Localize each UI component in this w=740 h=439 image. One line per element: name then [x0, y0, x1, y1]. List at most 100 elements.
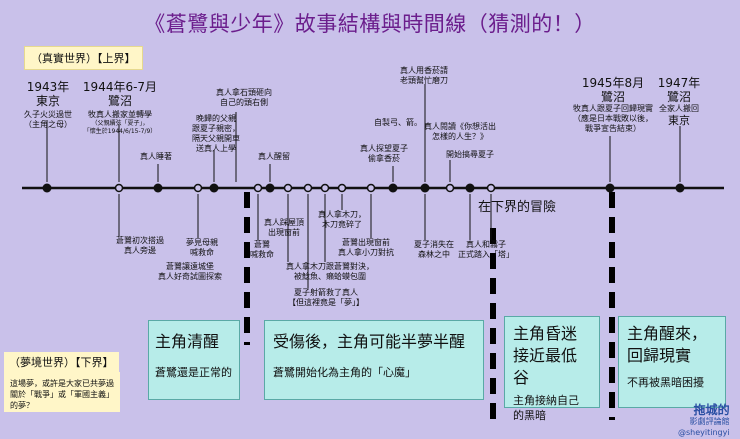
- real-world-label: （真實世界）【上界】: [24, 46, 143, 70]
- note-line: 關於「戰爭」或「軍國主義」的夢？: [10, 390, 114, 410]
- event-dot: [153, 183, 163, 193]
- year-1947-place: 鷺沼: [666, 90, 691, 104]
- event-line: 真人和霧子: [466, 240, 506, 249]
- year-1947: 1947年 鷺沼: [656, 76, 702, 104]
- event-line: 蒼鷺: [254, 240, 270, 249]
- event-ring: [366, 183, 376, 193]
- event-line: 送真人上學: [196, 144, 236, 153]
- event-below-2: 蒼鷺讓遠城堡 真人好奇試圖探索: [158, 262, 222, 282]
- year-1943-place: 東京: [35, 94, 60, 108]
- panel-body: 蒼鷺還是正常的: [155, 366, 232, 379]
- event-ring: [337, 183, 347, 193]
- event-line: 開始搞尋夏子: [446, 150, 494, 159]
- event-line: 隔天父親開車: [192, 134, 240, 143]
- note-line: （應是日本戰敗以後，: [573, 114, 653, 123]
- event-line: 【但這裡竟是「夢」】: [288, 298, 364, 307]
- panel-return: 主角醒來， 回歸現實 不再被黑暗困擾: [618, 316, 726, 408]
- panel-half-dream: 受傷後，主角可能半夢半醒 蒼鷺開始化為主角的「心魔」: [264, 320, 484, 400]
- note-line: 這場夢，或許是大家已共夢過: [10, 379, 114, 388]
- event-dot: [420, 183, 430, 193]
- event-dot: [465, 183, 475, 193]
- note-line: （主角之母）: [24, 120, 72, 129]
- event-ring: [253, 183, 263, 193]
- event-above-7: 真人閱讀《你想活出 怎樣的人生？》: [424, 122, 496, 142]
- event-line: 真人拿木刀跟蒼鷺對決，: [286, 262, 374, 271]
- year-1944-place: 鷺沼: [107, 94, 132, 108]
- event-line: 被鯰魚、癩蛤蟆包圍: [294, 272, 366, 281]
- event-line: 老頭幫忙磨刀: [400, 76, 448, 85]
- year-1943-note: 久子火災過世 （主角之母）: [20, 110, 76, 130]
- year-1947-label: 1947年: [657, 76, 701, 90]
- event-above-0: 真人睡著: [140, 152, 172, 162]
- note-line: 全家人搬回: [659, 104, 699, 113]
- year-1945-note: 牧真人跟夏子回歸現實 （應是日本戰敗以後， 戰爭宣告結束）: [570, 104, 656, 134]
- event-line: 夏子射箭救了真人: [294, 288, 358, 297]
- event-above-1: 晚歸的父親 跟夏子親密， 隔天父親開車 送真人上學: [192, 114, 240, 154]
- logo-line: 影劇評論館: [689, 417, 730, 426]
- event-ring: [303, 183, 313, 193]
- event-line: 自己的頭右側: [220, 98, 268, 107]
- logo-line: 拖城的: [693, 403, 730, 417]
- logo-line: @sheyitingyi: [678, 428, 730, 437]
- year-1944-note: 牧真人搬家並轉學 （父親續弦「夏子」， 「懷生於1944/6/15-7/9）: [80, 110, 160, 136]
- note-line: （父親續弦「夏子」，: [91, 120, 149, 127]
- panel-heading: 主角醒來，: [627, 324, 708, 343]
- panel-body: 主角接納自己: [513, 394, 579, 407]
- event-below-4: 真人踩屋頂 出現窗前: [264, 218, 304, 238]
- event-below-7: 蒼鷺出現窗前 真人拿小刀對抗: [338, 238, 394, 258]
- event-line: 真人探望夏子: [360, 144, 408, 153]
- year-1947-note: 全家人搬回 東京: [654, 104, 704, 127]
- event-above-4: 真人探望夏子 偷拿香菸: [360, 144, 408, 164]
- year-1944-label: 1944年6-7月: [82, 80, 158, 94]
- event-dot: [675, 183, 685, 193]
- event-dot: [605, 183, 615, 193]
- panel-body: 蒼鷺開始化為主角的「心魔」: [273, 366, 416, 379]
- note-line: 「懷生於1944/6/15-7/9）: [83, 128, 157, 135]
- event-line: 真人睡著: [140, 152, 172, 161]
- event-line: 喊救命: [250, 250, 274, 259]
- event-line: 蒼鷺出現窗前: [342, 238, 390, 247]
- note-line: 東京: [668, 114, 690, 127]
- event-below-10: 真人和霧子 正式踏入「塔」: [458, 240, 514, 260]
- event-line: 真人用香菸請: [400, 66, 448, 75]
- event-above-3: 真人醒留: [258, 152, 290, 162]
- event-line: 蒼鷺讓遠城堡: [166, 262, 214, 271]
- panel-heading: 主角清醒: [155, 332, 220, 351]
- event-above-8: 開始搞尋夏子: [446, 150, 494, 160]
- adventure-label: 在下界的冒險: [478, 200, 557, 215]
- event-line: 夢見母親: [186, 238, 218, 247]
- event-line: 怎樣的人生？》: [432, 132, 488, 141]
- event-ring: [320, 183, 330, 193]
- event-line: 真人拿木刀，: [318, 210, 366, 219]
- event-above-2: 真人拿石頭砸向 自己的頭右側: [216, 88, 272, 108]
- event-below-5: 真人拿木刀， 木刀竟碎了: [318, 210, 366, 230]
- year-1945-label: 1945年8月: [581, 76, 645, 90]
- event-line: 蒼鷺初次搭過: [116, 236, 164, 245]
- event-line: 正式踏入「塔」: [458, 250, 514, 259]
- event-ring: [193, 183, 203, 193]
- dream-world-label: （夢境世界）【下界】: [4, 352, 119, 372]
- event-ring: [114, 183, 124, 193]
- event-line: 喊救命: [190, 248, 214, 257]
- event-line: 出現窗前: [268, 228, 300, 237]
- event-line: 木刀竟碎了: [322, 220, 362, 229]
- year-1943: 1943年 東京: [24, 80, 72, 108]
- event-dot: [265, 183, 275, 193]
- event-line: 森林之中: [418, 250, 450, 259]
- panel-coma: 主角昏迷 接近最低谷 主角接納自己 的黑暗: [504, 316, 600, 422]
- panel-body: 的黑暗: [513, 409, 546, 422]
- brand-logo: 拖城的 影劇評論館 @sheyitingyi: [678, 403, 730, 438]
- year-1945: 1945年8月 鷺沼: [580, 76, 646, 104]
- event-line: 真人拿石頭砸向: [216, 88, 272, 97]
- year-1944: 1944年6-7月 鷺沼: [80, 80, 160, 108]
- note-line: 牧真人跟夏子回歸現實: [573, 104, 653, 113]
- year-1945-place: 鷺沼: [600, 90, 625, 104]
- event-line: 夏子消失在: [414, 240, 454, 249]
- dream-world-note: 這場夢，或許是大家已共夢過 關於「戰爭」或「軍國主義」的夢？: [4, 372, 120, 412]
- note-line: 牧真人搬家並轉學: [88, 110, 152, 119]
- event-line: 真人醒留: [258, 152, 290, 161]
- note-line: 戰爭宣告結束）: [585, 124, 641, 133]
- event-line: 真人閱讀《你想活出: [424, 122, 496, 131]
- event-below-1: 夢見母親 喊救命: [186, 238, 218, 258]
